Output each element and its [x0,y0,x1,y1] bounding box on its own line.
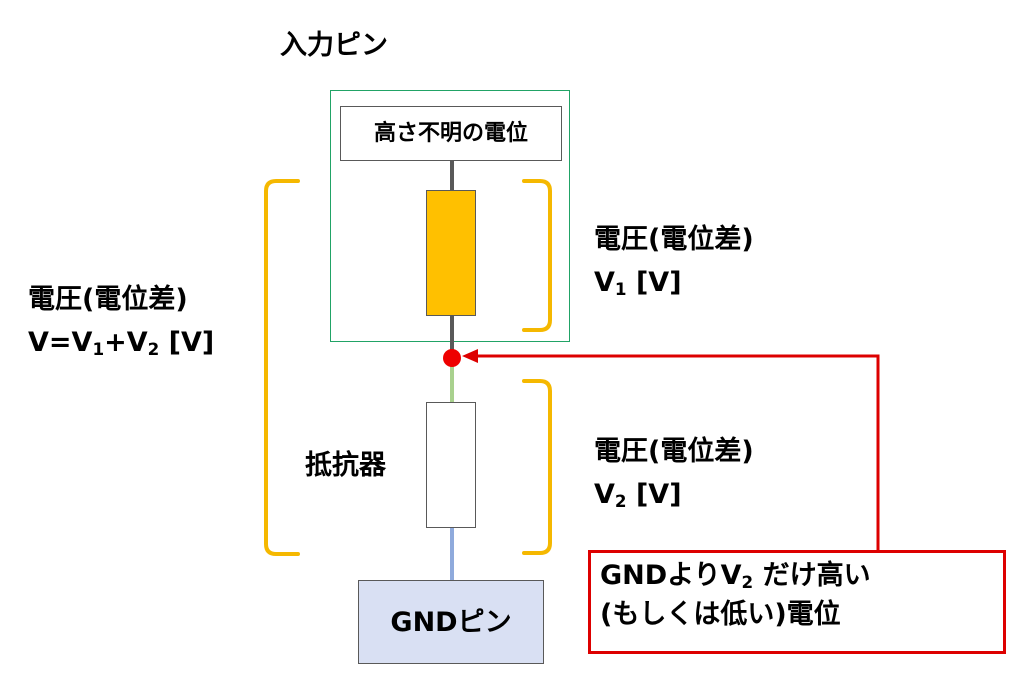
callout-text: GNDよりV2 だけ高い (もしくは低い)電位 [600,562,871,628]
node-dot [443,349,461,367]
v2-voltage-line1: 電圧(電位差) [594,436,754,467]
callout-line1: GNDよりV2 だけ高い [600,560,871,593]
callout-arrow-head [462,349,478,363]
v1-voltage-label: 電圧(電位差) V1 [V] [594,224,754,300]
v2-voltage-formula: V2 [V] [594,479,682,512]
v2-voltage-label: 電圧(電位差) V2 [V] [594,436,754,512]
wire-upper-lower [450,316,454,356]
v1-voltage-line1: 電圧(電位差) [594,224,754,255]
v2-bracket [522,379,552,555]
resistor-label: 抵抗器 [305,450,386,481]
upper-element [426,190,476,316]
total-voltage-label: 電圧(電位差) V=V1+V2 [V] [28,284,215,360]
callout-box [588,550,1006,654]
v1-voltage-formula: V1 [V] [594,267,682,300]
wire-middle [450,362,454,402]
total-voltage-line1: 電圧(電位差) [28,284,188,315]
wire-bottom [450,528,454,580]
wire-top [450,161,454,190]
callout-line2: (もしくは低い)電位 [600,599,841,630]
callout-arrow-line [476,354,880,550]
resistor-body [426,402,476,528]
unknown-potential-box: 高さ不明の電位 [340,106,562,161]
total-voltage-bracket [264,179,300,556]
input-pin-label: 入力ピン [280,30,388,61]
v1-bracket [522,179,552,332]
total-voltage-formula: V=V1+V2 [V] [28,327,215,360]
gnd-pin-box: GNDピン [358,580,544,664]
